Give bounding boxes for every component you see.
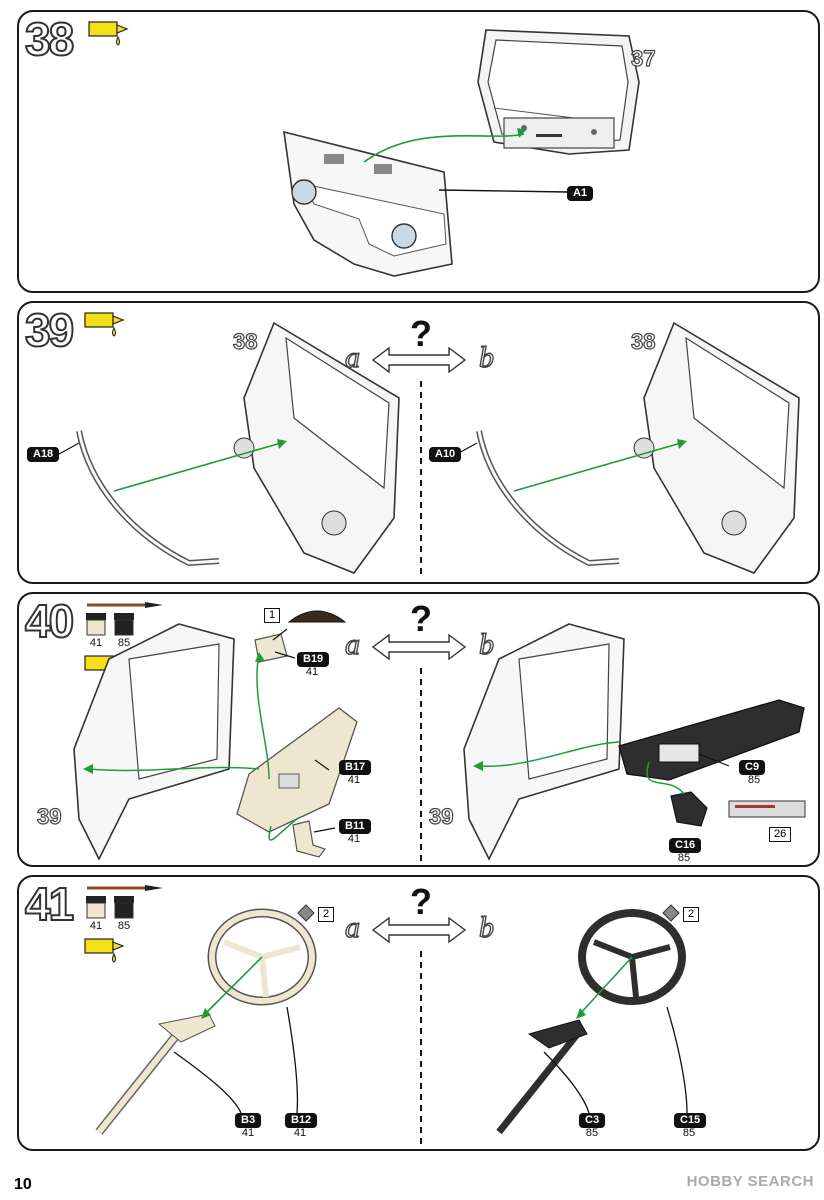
paint-code: 41 bbox=[89, 920, 103, 932]
page-number: 10 bbox=[14, 1176, 32, 1193]
question-mark: ? bbox=[410, 598, 432, 639]
variant-a-label: a bbox=[344, 910, 360, 944]
paint-code: 41 bbox=[347, 833, 361, 845]
paint-jar-41-icon bbox=[86, 613, 106, 636]
paint-code: 41 bbox=[241, 1127, 255, 1139]
step-number: 41 bbox=[24, 878, 75, 930]
assembly-arrow bbox=[363, 128, 568, 193]
brush-icon bbox=[87, 602, 163, 608]
steering-wheel-c15-drawing bbox=[578, 909, 686, 1005]
part-label-c3: C3 bbox=[579, 1113, 606, 1128]
bracket-c16-drawing bbox=[670, 791, 708, 827]
decal-26-radio-drawing bbox=[728, 800, 806, 818]
variant-b-label: b bbox=[478, 340, 494, 374]
part-label-b3: B3 bbox=[235, 1113, 262, 1128]
paint-code: 85 bbox=[677, 852, 691, 864]
trim-a10-drawing bbox=[476, 430, 620, 567]
decal-number-26: 26 bbox=[769, 827, 792, 842]
assembly-arrows bbox=[173, 956, 688, 1114]
step-number: 39 bbox=[24, 304, 75, 356]
part-label-b19: B19 bbox=[297, 652, 330, 667]
question-mark: ? bbox=[410, 881, 432, 922]
paint-code: 41 bbox=[347, 774, 361, 786]
question-mark: ? bbox=[410, 313, 432, 354]
part-label-c16: C16 bbox=[669, 838, 702, 853]
brush-icon bbox=[87, 885, 163, 891]
either-arrow bbox=[371, 346, 467, 374]
ref-label-38-b: 38 bbox=[630, 328, 656, 354]
paint-code: 85 bbox=[682, 1127, 696, 1139]
decal-2-icon bbox=[662, 904, 680, 922]
glue-icon bbox=[88, 21, 129, 46]
decal-number-2: 2 bbox=[318, 907, 335, 922]
decal-1-gauge-drawing bbox=[287, 610, 347, 623]
paint-code: 41 bbox=[293, 1127, 307, 1139]
steering-column-b3-drawing bbox=[95, 1013, 216, 1135]
part-label-b17: B17 bbox=[339, 760, 372, 775]
dashboard-a1-drawing bbox=[283, 130, 453, 277]
dashboard-b17-drawing bbox=[236, 707, 358, 833]
variant-a-label: a bbox=[344, 340, 360, 374]
paint-code: 41 bbox=[89, 637, 103, 649]
paint-jar-85-icon bbox=[114, 896, 134, 919]
cab-interior-a-drawing bbox=[73, 623, 235, 861]
steering-wheel-b12-drawing bbox=[207, 908, 317, 1006]
watermark: HOBBY SEARCH bbox=[686, 1173, 814, 1190]
step-41-panel: 41 41 85 ? a b bbox=[17, 875, 820, 1151]
cab-interior-b-drawing bbox=[463, 623, 625, 861]
paint-code: 85 bbox=[585, 1127, 599, 1139]
part-label-c15: C15 bbox=[674, 1113, 707, 1128]
cab-assembly-a-drawing bbox=[233, 321, 400, 574]
decal-number-1: 1 bbox=[264, 608, 281, 623]
glue-icon bbox=[84, 312, 125, 337]
ref-label-37: 37 bbox=[630, 45, 656, 71]
step-40-panel: 40 41 85 ? a b 39 39 bbox=[17, 592, 820, 867]
part-label-b11: B11 bbox=[339, 819, 371, 834]
part-label-c9: C9 bbox=[739, 760, 766, 775]
part-label-a1: A1 bbox=[567, 186, 594, 201]
paint-code: 41 bbox=[305, 666, 319, 678]
ref-label-38-a: 38 bbox=[232, 328, 258, 354]
ref-label-39-b: 39 bbox=[428, 803, 454, 829]
either-arrow bbox=[371, 633, 467, 661]
steering-column-c3-drawing bbox=[496, 1019, 588, 1135]
part-label-a18: A18 bbox=[27, 447, 60, 462]
step-38-panel: 38 37 A1 bbox=[17, 10, 820, 293]
either-arrow bbox=[371, 916, 467, 944]
glue-icon bbox=[84, 938, 125, 963]
paint-code: 85 bbox=[747, 774, 761, 786]
trim-a18-drawing bbox=[76, 430, 220, 567]
decal-2-icon bbox=[297, 904, 315, 922]
variant-b-label: b bbox=[478, 627, 494, 661]
paint-jar-85-icon bbox=[114, 613, 134, 636]
part-label-b12: B12 bbox=[285, 1113, 318, 1128]
dashboard-c9-drawing bbox=[618, 699, 805, 781]
part-label-a10: A10 bbox=[429, 447, 462, 462]
step-39-panel: 39 ? a b 38 38 A18 bbox=[17, 301, 820, 584]
cab-assembly-b-drawing bbox=[633, 321, 800, 574]
step-number: 40 bbox=[24, 595, 75, 647]
bracket-b11-drawing bbox=[292, 820, 326, 858]
decal-number-2: 2 bbox=[683, 907, 700, 922]
assembly-arrows bbox=[58, 439, 687, 492]
step-number: 38 bbox=[24, 13, 75, 65]
paint-code: 85 bbox=[117, 920, 131, 932]
assembly-arrows bbox=[83, 628, 730, 841]
variant-a-label: a bbox=[344, 627, 360, 661]
paint-code: 85 bbox=[117, 637, 131, 649]
variant-b-label: b bbox=[478, 910, 494, 944]
paint-jar-41-icon bbox=[86, 896, 106, 919]
ref-label-39-a: 39 bbox=[36, 803, 62, 829]
